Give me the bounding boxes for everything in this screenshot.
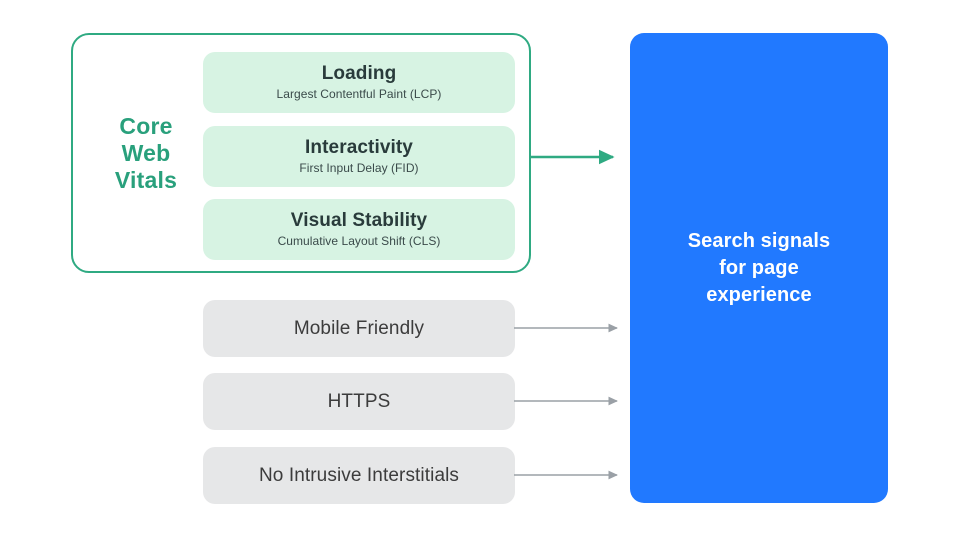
signal-card-mobile-friendly: Mobile Friendly [203,300,515,357]
vital-card-subtitle: Largest Contentful Paint (LCP) [276,87,442,101]
vital-card-title: Loading [321,63,397,84]
core-web-vitals-label-line-3: Vitals [114,167,178,193]
vital-card-subtitle: First Input Delay (FID) [299,161,419,175]
core-web-vitals-label-line-1: Core [119,113,173,139]
search-signals-panel: Search signals for page experience [630,33,888,503]
vital-card-title: Visual Stability [290,210,428,231]
vital-card-interactivity: Interactivity First Input Delay (FID) [203,126,515,187]
signal-card-label: Mobile Friendly [293,318,425,339]
vital-card-visual-stability: Visual Stability Cumulative Layout Shift… [203,199,515,260]
vital-card-title: Interactivity [305,137,413,158]
signal-card-no-intrusive-interstitials: No Intrusive Interstitials [203,447,515,504]
core-web-vitals-label: Core Web Vitals [98,113,194,194]
signal-card-label: HTTPS [327,391,391,412]
signal-card-https: HTTPS [203,373,515,430]
core-web-vitals-label-line-2: Web [121,140,171,166]
vital-card-subtitle: Cumulative Layout Shift (CLS) [277,234,441,248]
search-signals-panel-text: Search signals for page experience [687,229,831,306]
signal-card-label: No Intrusive Interstitials [258,465,460,486]
vital-card-loading: Loading Largest Contentful Paint (LCP) [203,52,515,113]
